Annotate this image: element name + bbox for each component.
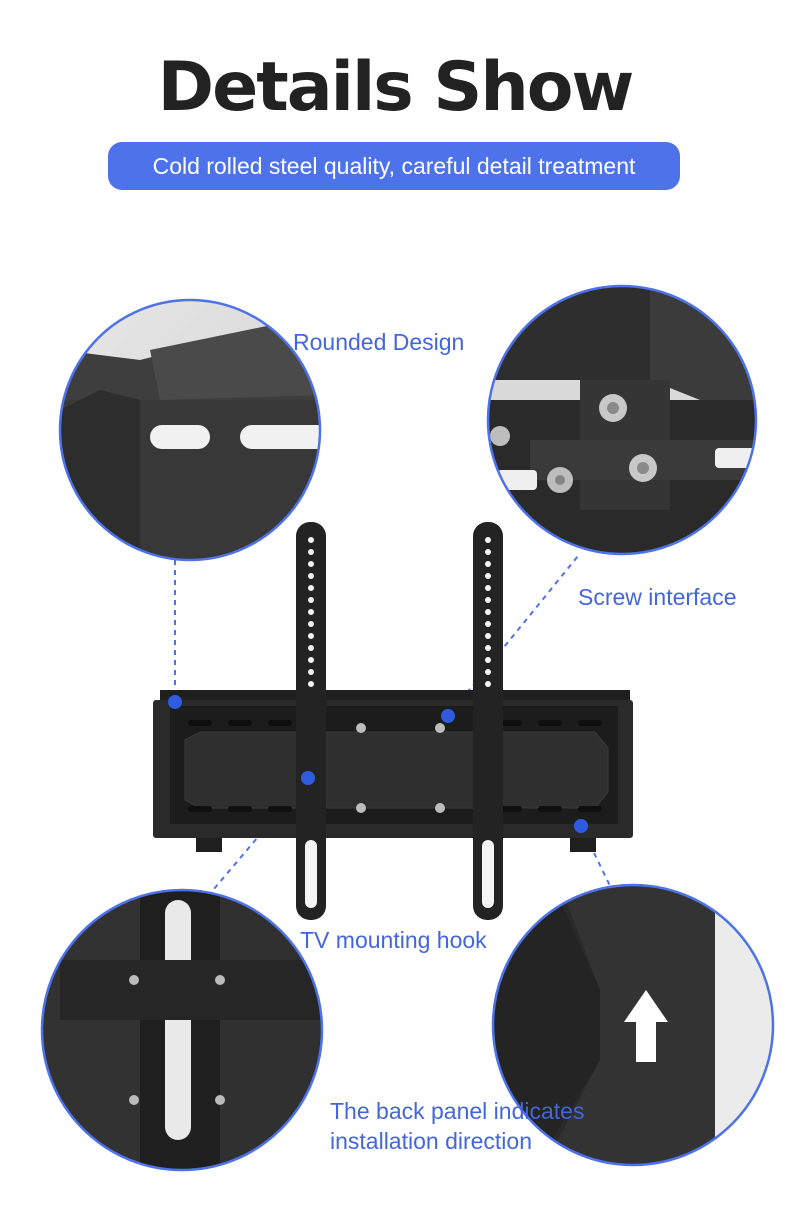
- detail-screw-interface: [486, 284, 758, 556]
- tv-arms: [296, 522, 503, 920]
- callout-tv-mounting-hook: TV mounting hook: [300, 927, 487, 953]
- subtitle-banner: Cold rolled steel quality, careful detai…: [108, 142, 680, 190]
- up-arrow-icon: [624, 990, 668, 1062]
- detail-back-panel-arrow: [491, 883, 775, 1167]
- page-title: Details Show: [157, 48, 635, 127]
- marker-dots: [168, 695, 588, 833]
- detail-tv-mounting-hook: [40, 888, 324, 1172]
- callout-rounded-design: Rounded Design: [293, 329, 465, 355]
- callout-back-panel-line2: installation direction: [330, 1128, 533, 1154]
- detail-rounded-design: [58, 298, 322, 562]
- callout-screw-interface: Screw interface: [578, 584, 737, 610]
- subtitle-text: Cold rolled steel quality, careful detai…: [152, 152, 636, 179]
- callout-back-panel-line1: The back panel indicates: [330, 1098, 585, 1124]
- wall-bracket: [153, 690, 633, 852]
